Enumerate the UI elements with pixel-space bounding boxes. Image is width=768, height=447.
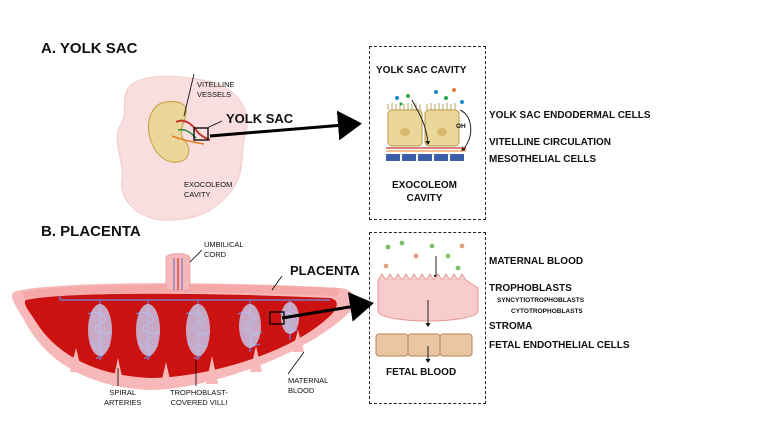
- label-yolk-sac-cavity: YOLK SAC CAVITY: [376, 65, 467, 76]
- label-vitelline-vessels: VITELLINE VESSELS: [197, 80, 235, 99]
- maternal-blood-dots: [383, 240, 465, 271]
- zoom-arrow-yolk: [209, 110, 362, 141]
- zoom-arrow-placenta: [281, 292, 374, 322]
- mesothelial-cells: [386, 154, 464, 161]
- label-vitelline-circulation: VITELLINE CIRCULATION: [489, 137, 612, 148]
- label-oh: OH: [456, 123, 466, 130]
- label-stroma: STROMA: [489, 321, 533, 332]
- fetal-endothelial-cells: [375, 333, 473, 357]
- section-title-placenta: B. PLACENTA: [41, 223, 141, 240]
- label-maternal-blood-left: MATERNAL BLOOD: [288, 376, 329, 395]
- placenta-zoom-illustration: [375, 240, 479, 363]
- label-umbilical-cord: UMBILICAL CORD: [204, 240, 244, 259]
- label-placenta: PLACENTA: [290, 263, 360, 278]
- placenta-zoom-box: [369, 232, 486, 404]
- label-zoom-exocoelom: EXOCOLEOM CAVITY: [392, 180, 458, 204]
- label-endodermal-cells: YOLK SAC ENDODERMAL CELLS: [489, 110, 651, 121]
- label-yolk-sac: YOLK SAC: [226, 111, 294, 126]
- spiral-artery-spikes: [70, 330, 304, 388]
- label-exocoelom-cavity: EXOCOLEOM CAVITY: [184, 180, 233, 199]
- placenta-illustration: [11, 249, 374, 390]
- label-trophoblast-villi: TROPHOBLAST- COVERED VILLI: [170, 388, 228, 407]
- yolk-zoom-illustration: [386, 88, 472, 161]
- zoom-source-box: [193, 127, 209, 141]
- villi-lavender-fill: [88, 302, 299, 356]
- yolk-sac-shape: [147, 100, 190, 163]
- label-maternal-blood: MATERNAL BLOOD: [489, 256, 584, 267]
- label-fetal-endothelial: FETAL ENDOTHELIAL CELLS: [489, 340, 630, 351]
- label-spiral-arteries: SPIRAL ARTERIES: [104, 388, 142, 407]
- label-cytotrophoblasts: CYTOTROPHOBLASTS: [511, 308, 583, 315]
- yolk-sac-embryo: [116, 73, 362, 221]
- label-trophoblasts: TROPHOBLASTS: [489, 283, 572, 294]
- label-mesothelial-cells: MESOTHELIAL CELLS: [489, 154, 597, 165]
- vitelline-circulation-lines: [386, 147, 466, 152]
- section-title-yolk-sac: A. YOLK SAC: [41, 40, 138, 57]
- label-syncytiotrophoblasts: SYNCYTIOTROPHOBLASTS: [497, 297, 585, 304]
- vitelline-vessels-shape: [175, 119, 211, 141]
- chorionic-plate: [22, 284, 340, 300]
- label-fetal-blood: FETAL BLOOD: [386, 367, 457, 378]
- yolk-sac-zoom-box: [369, 46, 486, 220]
- syncytiotrophoblast-layer: [377, 273, 479, 322]
- yolk-molecules: [395, 88, 464, 106]
